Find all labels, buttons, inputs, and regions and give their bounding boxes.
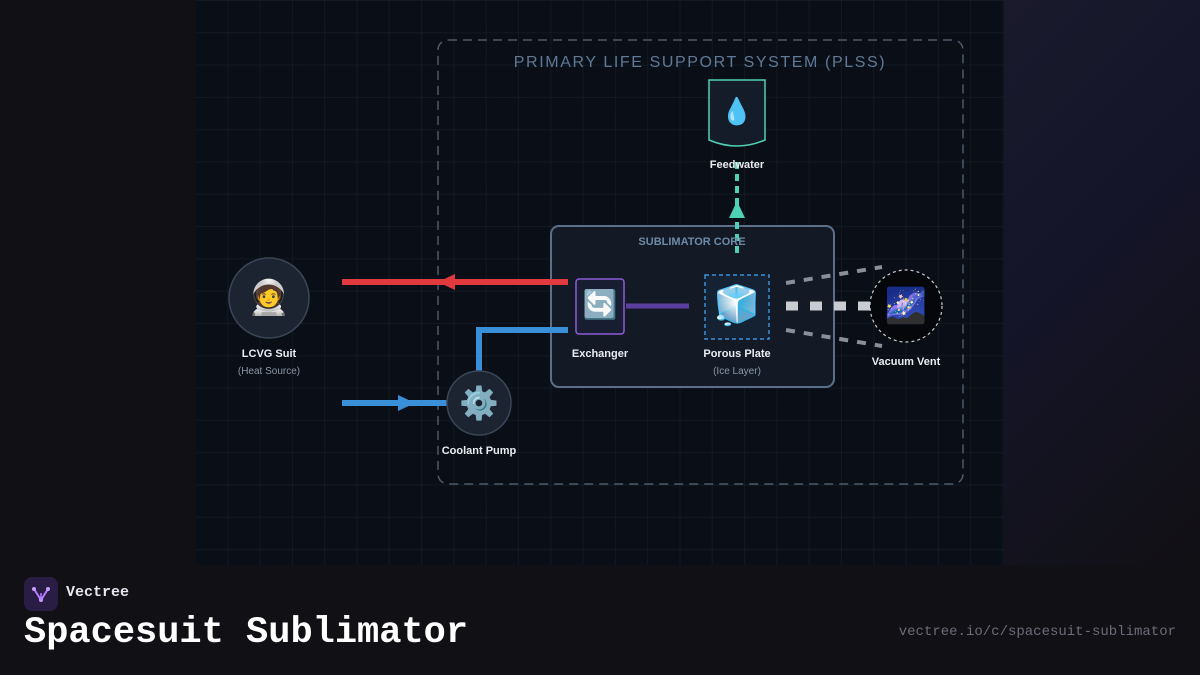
feedwater-label: Feedwater xyxy=(709,159,765,171)
astronaut-icon: 🧑‍🚀 xyxy=(247,279,291,317)
exchanger-label: Exchanger xyxy=(571,348,629,360)
coolant-supply-arrow xyxy=(398,395,415,411)
lcvg-suit-sublabel: (Heat Source) xyxy=(237,366,301,377)
feedwater-tank xyxy=(708,79,766,147)
page-title: Spacesuit Sublimator xyxy=(24,612,469,654)
galaxy-icon: 🌌 xyxy=(884,287,928,325)
vacuum-vent-label: Vacuum Vent xyxy=(871,356,941,368)
coolant-line xyxy=(476,327,568,372)
hot-return-arrow xyxy=(438,274,455,290)
coolant-pump-label: Coolant Pump xyxy=(441,445,517,457)
ice-cube-icon: 🧊 xyxy=(713,285,761,327)
background-glow xyxy=(1004,0,1200,565)
water-drop-icon: 💧 xyxy=(720,96,754,126)
lcvg-suit-node xyxy=(228,257,310,339)
gear-icon: ⚙️ xyxy=(459,385,499,421)
porous-plate-label: Porous Plate xyxy=(703,348,771,360)
lcvg-suit-label: LCVG Suit xyxy=(241,348,297,360)
cycle-arrows-icon: 🔄 xyxy=(582,289,618,320)
porous-plate-node xyxy=(704,274,770,340)
porous-plate-sublabel: (Ice Layer) xyxy=(713,366,761,377)
vectree-logo-icon xyxy=(24,577,58,611)
source-url[interactable]: vectree.io/c/spacesuit-sublimator xyxy=(898,624,1176,640)
exchanger-node xyxy=(575,278,625,335)
plss-title: PRIMARY LIFE SUPPORT SYSTEM (PLSS) xyxy=(513,54,887,71)
feedwater-arrow xyxy=(729,201,745,218)
sublimator-core-title: SUBLIMATOR CORE xyxy=(638,236,746,248)
vacuum-vent-node xyxy=(869,269,943,343)
brand-name: Vectree xyxy=(66,584,130,601)
coolant-pump-node xyxy=(446,370,512,436)
